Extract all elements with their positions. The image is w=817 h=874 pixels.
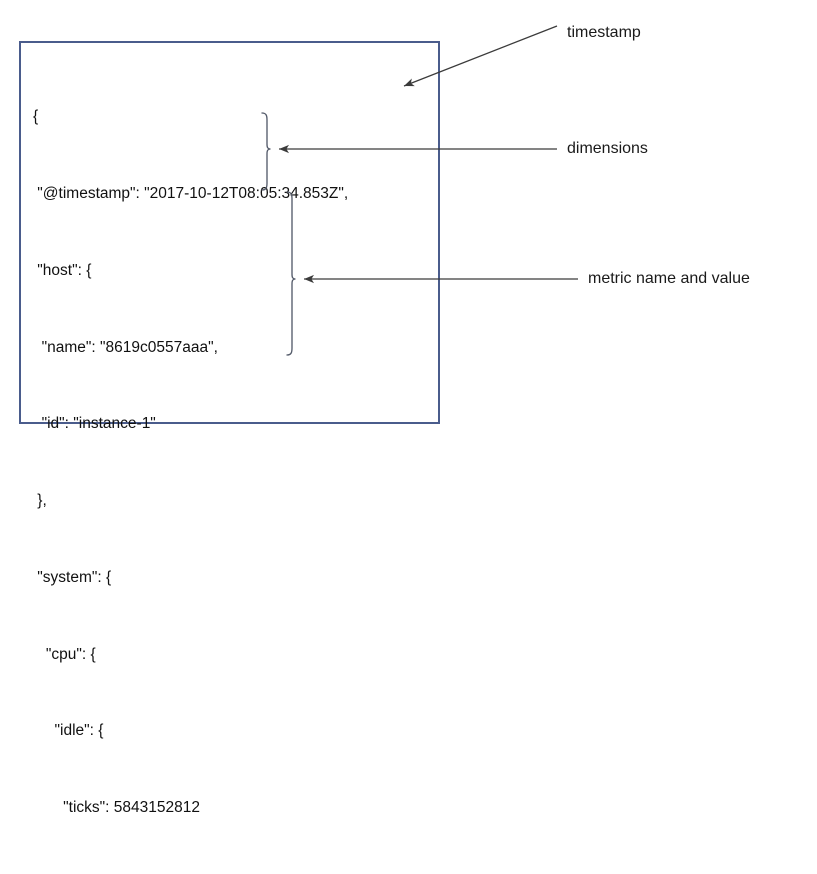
json-line-host-id: "id": "instance-1"	[33, 415, 156, 433]
annotation-label-metric: metric name and value	[588, 270, 750, 287]
json-line-host-name: "name": "8619c0557aaa",	[33, 338, 218, 356]
annotation-label-dimensions: dimensions	[567, 140, 648, 157]
annotation-label-timestamp: timestamp	[567, 24, 641, 41]
json-line-ticks: "ticks": 5843152812	[33, 799, 200, 817]
json-line-0: {	[33, 108, 39, 126]
json-line-host-close: },	[33, 492, 47, 510]
json-line-idle-open: "idle": {	[33, 722, 104, 740]
json-code-block: { "@timestamp": "2017-10-12T08:05:34.853…	[33, 53, 433, 874]
json-line-system-open: "system": {	[33, 568, 112, 586]
json-line-timestamp: "@timestamp": "2017-10-12T08:05:34.853Z"…	[33, 184, 349, 202]
json-document-box: { "@timestamp": "2017-10-12T08:05:34.853…	[19, 41, 440, 816]
diagram-canvas: { "@timestamp": "2017-10-12T08:05:34.853…	[19, 24, 750, 816]
json-line-idle-close: },	[33, 872, 433, 874]
json-line-host-open: "host": {	[33, 261, 92, 279]
json-line-cpu-open: "cpu": {	[33, 645, 96, 663]
